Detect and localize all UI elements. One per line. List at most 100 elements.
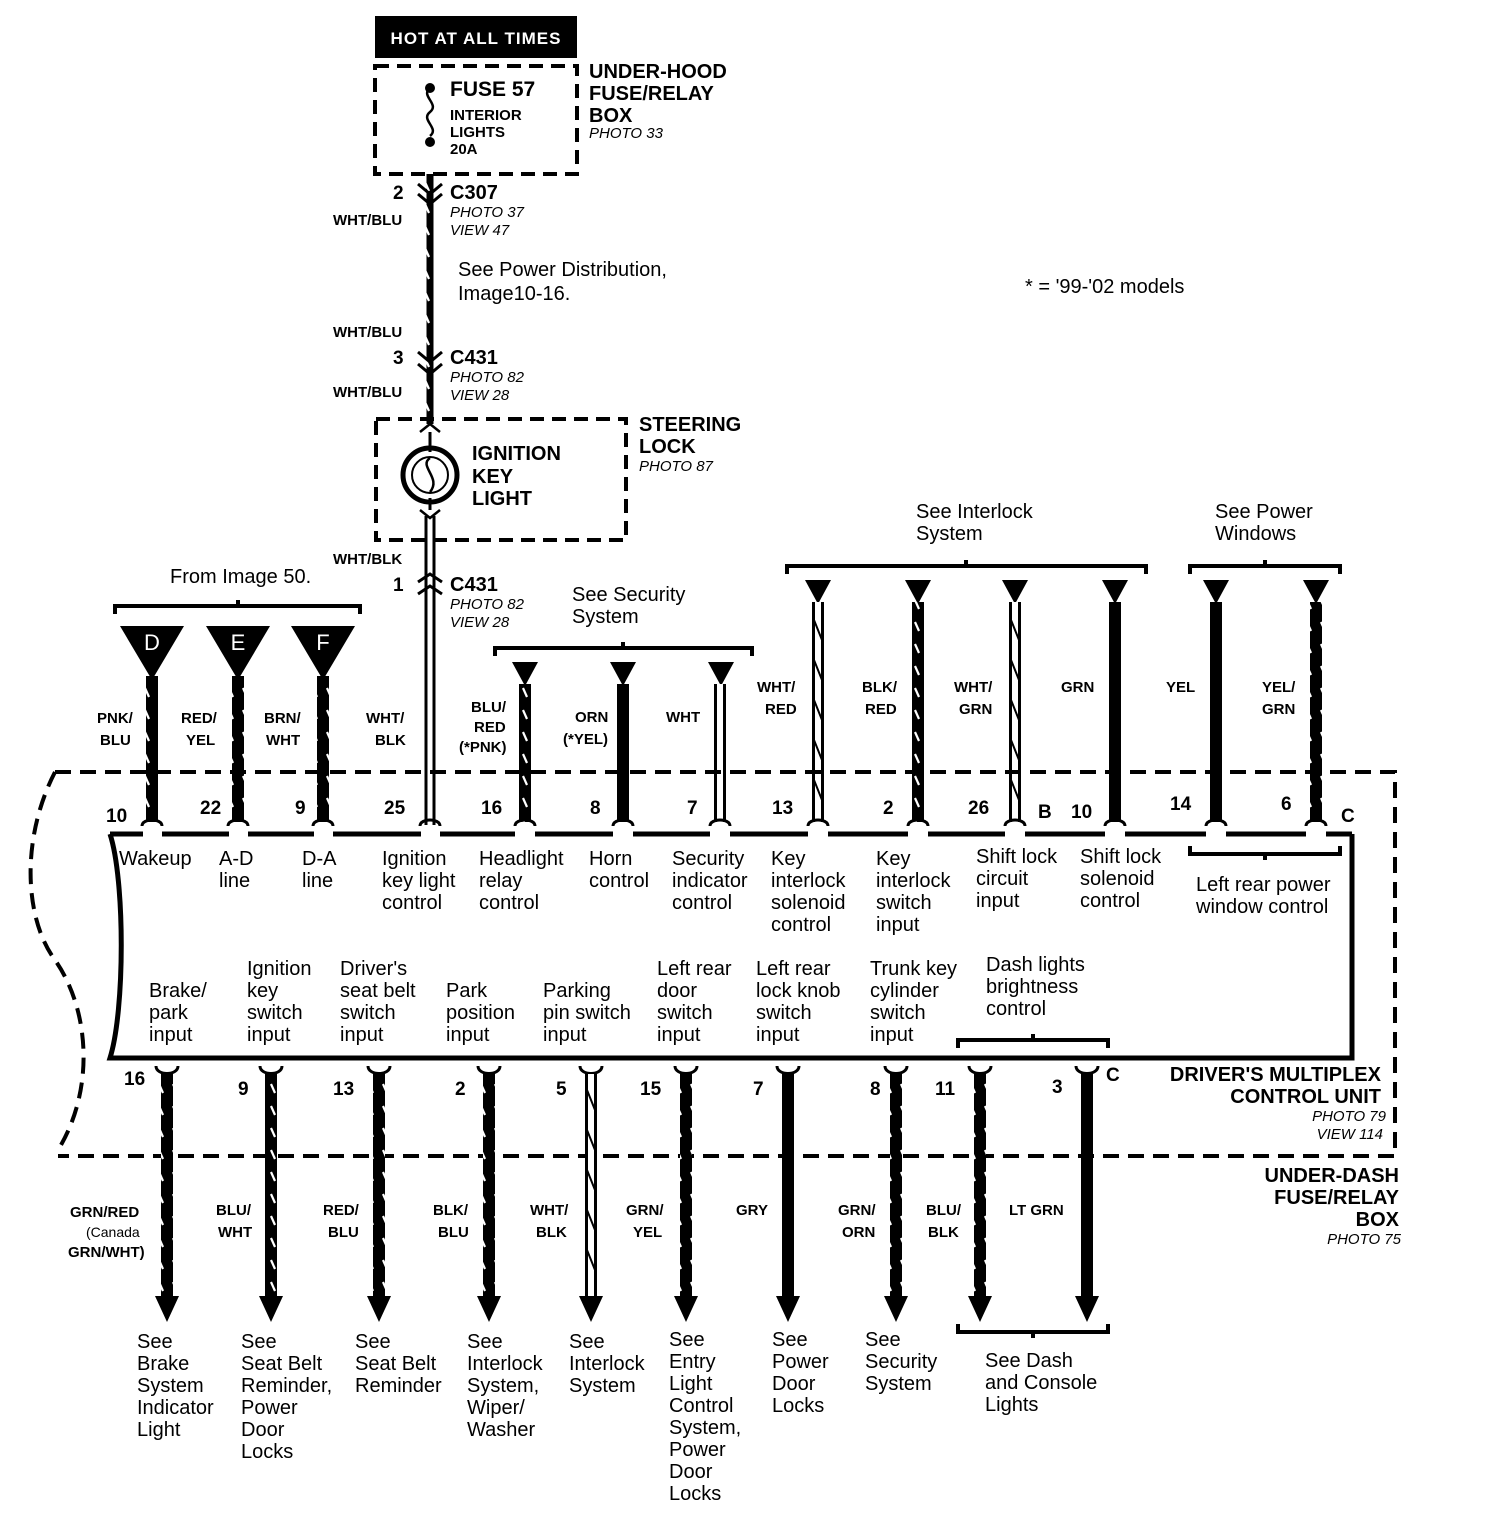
svg-text:PHOTO 82: PHOTO 82 xyxy=(450,596,525,613)
svg-text:C431: C431 xyxy=(450,347,498,369)
svg-text:Security: Security xyxy=(865,1351,937,1373)
svg-text:input: input xyxy=(657,1024,701,1046)
svg-text:switch: switch xyxy=(247,1002,303,1024)
svg-text:switch: switch xyxy=(870,1002,926,1024)
svg-text:Power: Power xyxy=(772,1351,829,1373)
svg-text:Interlock: Interlock xyxy=(569,1353,646,1375)
underdash-fuse-box-outline xyxy=(28,770,1397,1158)
wire-color-label: GRN xyxy=(959,701,992,718)
svg-text:Power: Power xyxy=(669,1439,726,1461)
svg-text:See: See xyxy=(669,1329,705,1351)
svg-text:From Image 50.: From Image 50. xyxy=(170,566,311,588)
svg-text:control: control xyxy=(1080,890,1140,912)
svg-text:relay: relay xyxy=(479,870,522,892)
wire-color-label: BLK xyxy=(536,1224,567,1241)
svg-text:See: See xyxy=(569,1331,605,1353)
top-wire-wht-grn xyxy=(1002,580,1028,822)
top-wire-yel xyxy=(1203,580,1229,822)
bottom-wire-grn-orn xyxy=(884,1074,908,1322)
power-distribution-note-1: See Power Distribution, xyxy=(458,259,667,281)
wire-color-label: BLK/ xyxy=(862,679,898,696)
wire-color-label: BLK/ xyxy=(433,1202,469,1219)
wire-color-label: RED/ xyxy=(323,1202,360,1219)
hot-at-all-times-label: HOT AT ALL TIMES xyxy=(375,16,577,58)
svg-text:switch: switch xyxy=(876,892,932,914)
wire-color-label: GRN/ xyxy=(626,1202,664,1219)
svg-text:Seat Belt: Seat Belt xyxy=(241,1353,323,1375)
underhood-fuse-box: FUSE 57 INTERIOR LIGHTS 20A xyxy=(373,64,579,176)
connector-letter-c-top: C xyxy=(1341,806,1355,827)
svg-text:Wakeup: Wakeup xyxy=(119,848,192,870)
image-ref-e: E xyxy=(206,626,270,680)
svg-text:Light: Light xyxy=(669,1373,713,1395)
svg-text:Horn: Horn xyxy=(589,848,632,870)
svg-text:System: System xyxy=(916,523,983,545)
top-wire-yel-grn xyxy=(1303,580,1329,822)
control-unit-title: DRIVER'S MULTIPLEX CONTROL UNIT PHOTO 79… xyxy=(1170,1064,1387,1143)
top-pin-number: 10 xyxy=(1071,802,1092,823)
svg-text:Brake: Brake xyxy=(137,1353,189,1375)
svg-text:Reminder,: Reminder, xyxy=(241,1375,332,1397)
wire-color-label: BRN/ xyxy=(264,710,301,727)
svg-text:System: System xyxy=(865,1373,932,1395)
bottom-wire-grn-red xyxy=(155,1074,179,1322)
svg-text:See: See xyxy=(467,1331,503,1353)
top-pin-number: 26 xyxy=(968,798,989,819)
svg-text:WHT/BLK: WHT/BLK xyxy=(333,551,402,568)
svg-text:See Power: See Power xyxy=(1215,501,1313,523)
fuse-desc-3: 20A xyxy=(450,141,478,158)
top-wire-wht xyxy=(708,662,734,822)
svg-text:control: control xyxy=(986,998,1046,1020)
bottom-wire-gry xyxy=(776,1074,800,1322)
wire-color-label: WHT xyxy=(666,709,700,726)
underhood-title-2: FUSE/RELAY xyxy=(589,83,715,105)
bottom-pin-number: 11 xyxy=(935,1079,956,1100)
svg-text:Door: Door xyxy=(241,1419,285,1441)
top-pin-number: 2 xyxy=(883,798,894,819)
bottom-pin-number: 16 xyxy=(124,1069,145,1090)
top-pin-number: 7 xyxy=(687,798,698,819)
wire-color-label: WHT/ xyxy=(954,679,993,696)
bottom-pin-number: 13 xyxy=(333,1079,354,1100)
svg-text:pin switch: pin switch xyxy=(543,1002,631,1024)
svg-text:LIGHT: LIGHT xyxy=(472,488,532,510)
wire-color-label: GRN xyxy=(1061,679,1094,696)
bottom-pin-number: 15 xyxy=(640,1079,662,1100)
bottom-wire-blu-blk xyxy=(968,1074,992,1322)
steering-lock-title-2: LOCK xyxy=(639,436,696,458)
svg-text:UNDER-DASH: UNDER-DASH xyxy=(1265,1165,1399,1187)
svg-text:F: F xyxy=(316,630,329,655)
bottom-pin-number: 9 xyxy=(238,1079,249,1100)
top-pin-number: 8 xyxy=(590,798,601,819)
svg-text:interlock: interlock xyxy=(876,870,951,892)
wire-color-label: RED/ xyxy=(181,710,218,727)
svg-text:line: line xyxy=(219,870,250,892)
svg-text:E: E xyxy=(231,630,246,655)
svg-text:solenoid: solenoid xyxy=(1080,868,1155,890)
bottom-pin-number: 8 xyxy=(870,1079,881,1100)
svg-text:input: input xyxy=(976,890,1020,912)
svg-text:System,: System, xyxy=(467,1375,539,1397)
svg-text:See Security: See Security xyxy=(572,584,685,606)
svg-text:WHT/BLU: WHT/BLU xyxy=(333,324,402,341)
svg-text:Key: Key xyxy=(876,848,910,870)
svg-text:FUSE/RELAY: FUSE/RELAY xyxy=(1274,1187,1400,1209)
top-wire-wht-red xyxy=(805,580,831,822)
bottom-pin-number: 2 xyxy=(455,1079,466,1100)
svg-text:PHOTO 75: PHOTO 75 xyxy=(1327,1231,1402,1248)
svg-text:C307: C307 xyxy=(450,182,498,204)
svg-text:System: System xyxy=(569,1375,636,1397)
svg-text:Ignition: Ignition xyxy=(382,848,447,870)
from-image-bracket: From Image 50. xyxy=(113,566,362,614)
wire-color-label: ORN xyxy=(842,1224,875,1241)
bottom-pin-number: 7 xyxy=(753,1079,764,1100)
svg-text:Shift lock: Shift lock xyxy=(1080,846,1162,868)
svg-text:See Interlock: See Interlock xyxy=(916,501,1034,523)
svg-text:input: input xyxy=(340,1024,384,1046)
fuse-name: FUSE 57 xyxy=(450,78,535,101)
svg-text:PHOTO 37: PHOTO 37 xyxy=(450,204,525,221)
wire-color-label: (Canada xyxy=(86,1224,140,1240)
svg-text:Brake/: Brake/ xyxy=(149,980,207,1002)
steering-lock-box: IGNITION KEY LIGHT xyxy=(374,417,628,542)
underhood-title-3: BOX xyxy=(589,105,633,127)
